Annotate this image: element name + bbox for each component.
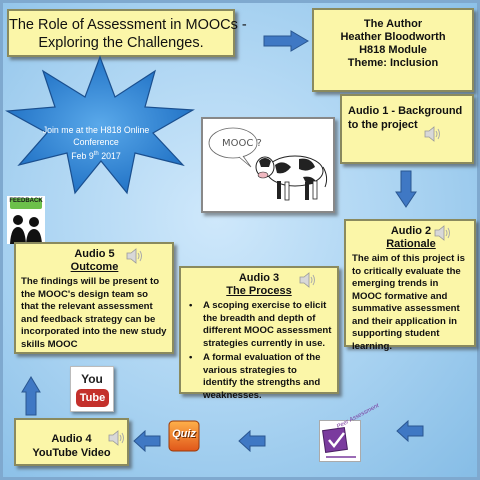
arrow-left-icon bbox=[238, 430, 266, 452]
author-name: Heather Bloodworth bbox=[340, 31, 446, 43]
youtube-you-text: You bbox=[81, 372, 103, 386]
audio-5-subheading: Outcome bbox=[70, 261, 119, 273]
audio-2-subheading: Rationale bbox=[386, 238, 436, 250]
quiz-icon[interactable]: Quiz bbox=[168, 420, 200, 452]
audio-5-body: The findings will be present to the MOOC… bbox=[21, 276, 167, 350]
audio-3-bullet-1: A scoping exercise to elicit the breadth… bbox=[185, 300, 333, 350]
peer-assessment-icon[interactable]: Peer Assessment bbox=[319, 403, 380, 462]
author-theme: Theme: Inclusion bbox=[347, 57, 439, 69]
star-line-1: Join me at the H818 Online bbox=[42, 125, 150, 135]
speaker-icon[interactable] bbox=[299, 272, 317, 288]
audio-4-line-2: YouTube Video bbox=[32, 447, 111, 459]
author-heading: The Author bbox=[363, 18, 423, 30]
arrow-left-icon bbox=[396, 420, 424, 442]
speaker-icon[interactable] bbox=[108, 430, 126, 446]
audio-3-box[interactable]: Audio 3 The Process A scoping exercise t… bbox=[179, 266, 339, 401]
speaker-icon[interactable] bbox=[434, 225, 452, 241]
page-title: The Role of Assessment in MOOCs - Explor… bbox=[7, 9, 247, 57]
audio-1-line-1: Audio 1 - Background bbox=[348, 105, 463, 117]
audio-5-heading: Audio 5 bbox=[74, 248, 115, 260]
youtube-icon[interactable]: You Tube bbox=[70, 366, 114, 412]
audio-4-line-1: Audio 4 bbox=[51, 433, 92, 445]
speaker-icon[interactable] bbox=[126, 248, 144, 264]
quiz-label: Quiz bbox=[172, 428, 196, 440]
audio-3-bullet-2: A formal evaluation of the various strat… bbox=[185, 352, 333, 402]
arrow-up-icon bbox=[21, 376, 41, 416]
audio-4-box[interactable]: Audio 4 YouTube Video bbox=[14, 418, 129, 466]
author-box: The Author Heather Bloodworth H818 Modul… bbox=[312, 8, 474, 92]
feedback-icon: FEEDBACK bbox=[7, 196, 45, 244]
audio-2-heading: Audio 2 bbox=[390, 225, 432, 237]
arrow-right-icon bbox=[263, 30, 309, 52]
cow-illustration bbox=[208, 127, 328, 201]
announcement-star bbox=[5, 55, 195, 195]
feedback-label: FEEDBACK bbox=[9, 198, 43, 204]
audio-3-heading: Audio 3 bbox=[238, 272, 280, 284]
audio-5-box[interactable]: Audio 5 Outcome The findings will be pre… bbox=[14, 242, 174, 354]
star-date: Feb 9th 2017 bbox=[71, 150, 121, 161]
conference-announcement: Join me at the H818 Online Conference Fe… bbox=[42, 124, 150, 162]
youtube-tube-text: Tube bbox=[76, 389, 109, 407]
title-line-1: The Role of Assessment in MOOCs - bbox=[9, 17, 247, 33]
author-module: H818 Module bbox=[359, 44, 427, 56]
arrow-down-icon bbox=[395, 170, 417, 208]
audio-2-body: The aim of this project is to critically… bbox=[352, 253, 466, 352]
mooc-cow-image: MOOC ? bbox=[201, 117, 335, 213]
audio-1-line-2: to the project bbox=[348, 119, 418, 131]
arrow-left-icon bbox=[133, 430, 161, 452]
star-line-2: Conference bbox=[73, 137, 119, 147]
audio-3-list: A scoping exercise to elicit the breadth… bbox=[185, 300, 333, 402]
audio-2-box[interactable]: Audio 2 Rationale The aim of this projec… bbox=[344, 219, 476, 352]
title-line-2: Exploring the Challenges. bbox=[38, 35, 204, 51]
audio-1-box[interactable]: Audio 1 - Background to the project bbox=[340, 94, 474, 164]
audio-3-subheading: The Process bbox=[226, 285, 292, 297]
speaker-icon[interactable] bbox=[424, 126, 442, 142]
mooc-bubble-text: MOOC ? bbox=[222, 138, 262, 149]
